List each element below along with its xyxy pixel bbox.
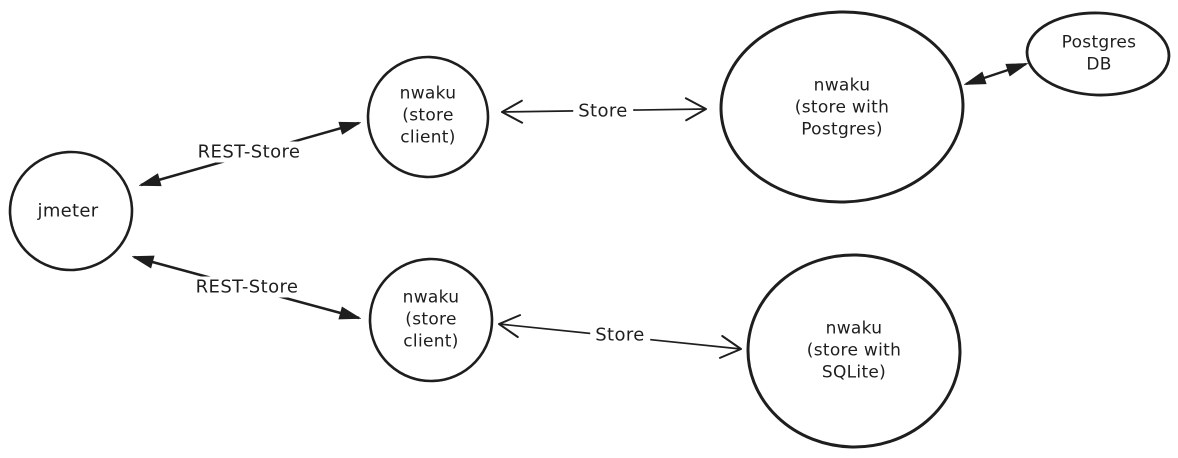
- node-label-nwaku-store-client-bottom: nwaku (store client): [402, 287, 460, 351]
- node-nwaku-store-client-top-shape: [366, 55, 490, 179]
- node-jmeter-shape: [8, 150, 134, 272]
- edge-label-rest-store-top: REST-Store: [192, 141, 306, 163]
- node-postgres-db-shape: [1025, 11, 1171, 97]
- node-label-jmeter: jmeter: [37, 200, 99, 222]
- node-nwaku-store-postgres-shape: [719, 10, 965, 204]
- edge-postgres-node-to-db: [966, 62, 1026, 86]
- node-label-nwaku-store-postgres: nwaku (store with Postgres): [794, 75, 890, 139]
- node-label-nwaku-store-sqlite: nwaku (store with SQLite): [806, 318, 902, 382]
- node-label-nwaku-store-client-top: nwaku (store client): [399, 83, 457, 147]
- node-nwaku-store-client-bottom-shape: [368, 257, 494, 383]
- node-nwaku-store-sqlite-shape: [746, 253, 962, 449]
- edge-label-rest-store-bottom: REST-Store: [190, 276, 304, 298]
- edge-label-store-bottom: Store: [590, 324, 650, 346]
- edge-label-store-top: Store: [573, 100, 633, 122]
- node-label-postgres-db: Postgres DB: [1061, 32, 1137, 74]
